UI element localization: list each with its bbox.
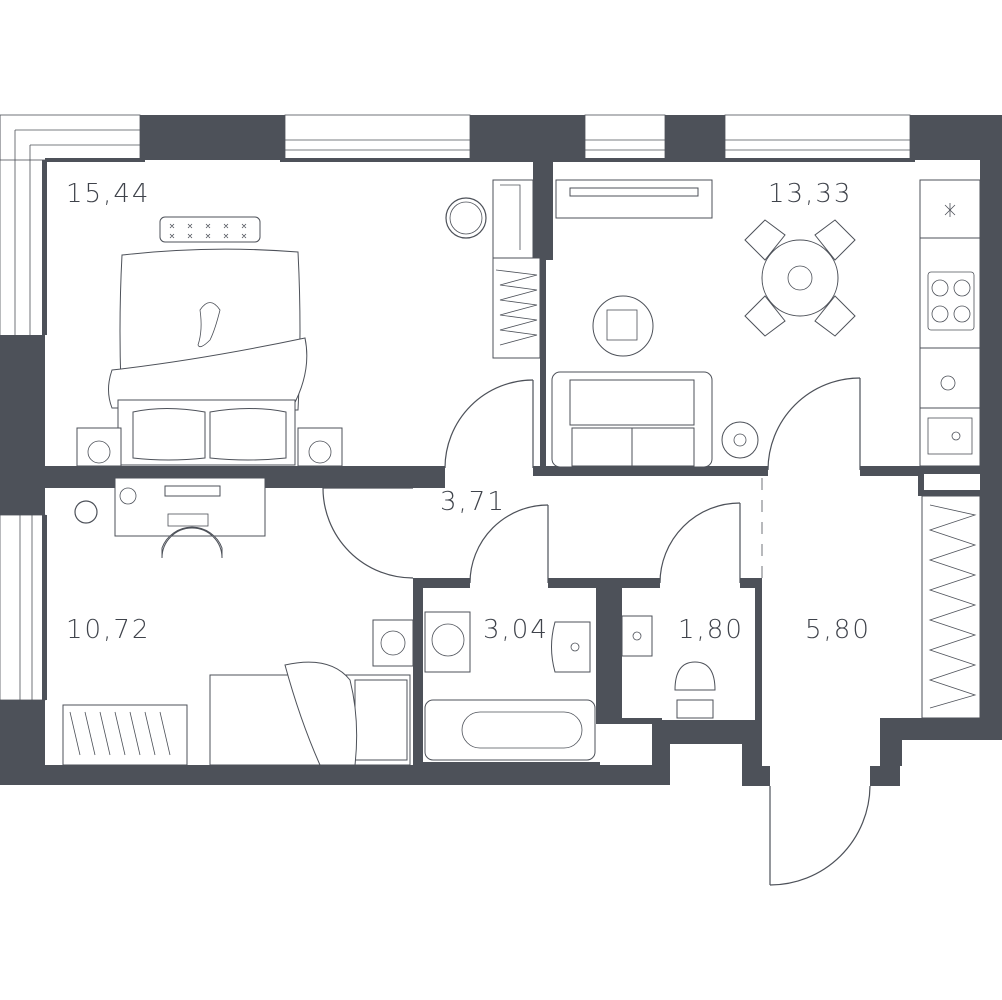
bathroom-fixtures	[424, 495, 981, 761]
area-label-bedroom-small: 10,72	[66, 615, 150, 645]
bedroom-small-furniture	[62, 477, 414, 766]
area-label-bedroom-large: 15,44	[66, 179, 150, 209]
area-label-bathroom: 3,04	[483, 615, 549, 645]
area-label-kitchen-living: 13,33	[768, 179, 852, 209]
bedroom-large-furniture	[76, 179, 541, 467]
kitchen-living-furniture	[551, 179, 981, 468]
doors	[322, 377, 871, 886]
area-labels: 15,44 13,33 3,71 10,72 3,04 1,80 5,80	[66, 179, 871, 645]
area-label-toilet: 1,80	[678, 615, 744, 645]
area-label-hallway: 5,80	[805, 615, 871, 645]
area-label-corridor: 3,71	[440, 487, 506, 517]
walls	[0, 115, 1002, 786]
